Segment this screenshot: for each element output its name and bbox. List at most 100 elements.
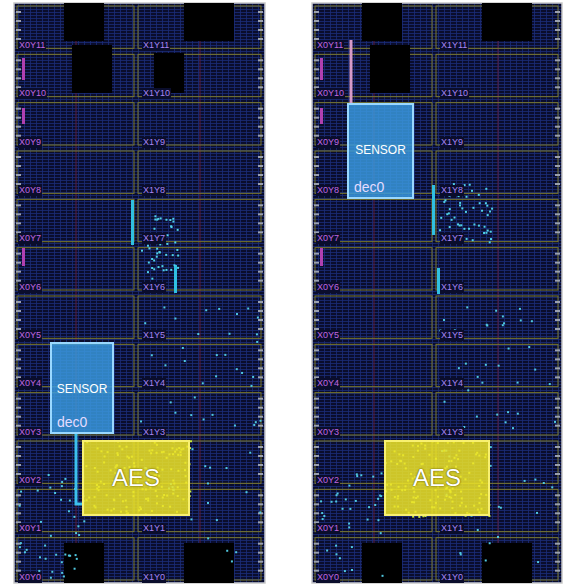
io-tick bbox=[16, 11, 21, 13]
placed-cell bbox=[339, 557, 341, 559]
io-tick bbox=[16, 416, 21, 418]
placed-cell bbox=[481, 382, 483, 384]
placed-cell bbox=[64, 554, 66, 556]
region-label: X0Y11 bbox=[18, 40, 46, 51]
io-tick bbox=[555, 29, 560, 31]
region-label: X0Y9 bbox=[18, 137, 42, 148]
io-tick bbox=[314, 301, 319, 303]
region-label: X1Y0 bbox=[142, 572, 166, 583]
region-label: X0Y6 bbox=[316, 282, 340, 293]
region-label: X0Y4 bbox=[316, 378, 340, 389]
io-tick bbox=[314, 253, 319, 255]
placed-cell bbox=[182, 347, 184, 349]
io-tick bbox=[258, 349, 263, 351]
io-tick bbox=[16, 117, 21, 119]
io-tick bbox=[555, 38, 560, 40]
io-tick bbox=[555, 503, 560, 505]
placed-cell bbox=[323, 515, 325, 517]
placed-cell bbox=[485, 202, 487, 204]
io-tick bbox=[555, 135, 560, 137]
placed-cell bbox=[335, 545, 337, 547]
placed-cell bbox=[48, 474, 50, 476]
placed-cell bbox=[379, 495, 381, 497]
placed-cell bbox=[74, 568, 76, 570]
region-label: X0Y4 bbox=[18, 378, 42, 389]
placed-cell bbox=[259, 511, 261, 513]
io-tick bbox=[555, 319, 560, 321]
region-label: X0Y6 bbox=[18, 282, 42, 293]
region-label: X0Y0 bbox=[316, 572, 340, 583]
region-label: X1Y5 bbox=[142, 330, 166, 341]
placed-cell bbox=[418, 516, 420, 518]
region-label: X1Y1 bbox=[440, 523, 464, 534]
hard-block bbox=[154, 53, 184, 93]
placed-cell bbox=[454, 217, 456, 219]
io-tick bbox=[555, 280, 560, 282]
io-tick bbox=[258, 253, 263, 255]
placed-cell bbox=[192, 448, 194, 450]
io-tick bbox=[314, 349, 319, 351]
placed-cell bbox=[160, 217, 162, 219]
placed-cell bbox=[512, 427, 514, 429]
placed-cell bbox=[458, 367, 460, 369]
region-label: X0Y2 bbox=[316, 475, 340, 486]
placed-cell bbox=[39, 556, 41, 558]
io-tick bbox=[555, 117, 560, 119]
io-tick bbox=[314, 416, 319, 418]
placed-cell bbox=[156, 252, 158, 254]
placed-cell bbox=[174, 412, 176, 414]
placed-cell bbox=[226, 467, 228, 469]
region-label: X1Y8 bbox=[142, 185, 166, 196]
placed-cell bbox=[19, 546, 21, 548]
placed-cell bbox=[215, 375, 217, 377]
placed-cell bbox=[250, 385, 252, 387]
io-tick bbox=[16, 455, 21, 457]
placed-cell bbox=[51, 571, 53, 573]
placed-cell bbox=[19, 505, 21, 507]
io-tick bbox=[555, 262, 560, 264]
placed-cell bbox=[165, 219, 167, 221]
io-tick bbox=[555, 183, 560, 185]
io-tick bbox=[258, 416, 263, 418]
io-tick bbox=[258, 407, 263, 409]
placed-cell bbox=[157, 218, 159, 220]
placed-cell bbox=[495, 310, 497, 312]
io-tick bbox=[555, 570, 560, 572]
placed-cell bbox=[256, 341, 258, 343]
io-tick bbox=[314, 271, 319, 273]
io-tick bbox=[314, 367, 319, 369]
io-tick bbox=[258, 367, 263, 369]
region-label: X1Y10 bbox=[142, 88, 171, 99]
io-tick bbox=[16, 446, 21, 448]
io-tick bbox=[258, 521, 263, 523]
placed-cell bbox=[177, 229, 179, 231]
io-tick bbox=[314, 358, 319, 360]
placed-cell bbox=[45, 558, 47, 560]
io-tick bbox=[16, 407, 21, 409]
io-tick bbox=[16, 59, 21, 61]
hard-block bbox=[64, 3, 104, 41]
io-tick bbox=[314, 407, 319, 409]
io-tick bbox=[314, 165, 319, 167]
placed-cell bbox=[326, 550, 328, 552]
placed-cell bbox=[321, 512, 323, 514]
device-area bbox=[14, 3, 265, 583]
placed-cell bbox=[147, 245, 149, 247]
io-tick bbox=[258, 494, 263, 496]
placed-cell bbox=[212, 414, 214, 416]
placed-cell bbox=[502, 324, 504, 326]
placed-cell bbox=[216, 354, 218, 356]
column-line bbox=[200, 3, 201, 583]
io-tick bbox=[258, 543, 263, 545]
placed-cell bbox=[197, 333, 199, 335]
placed-cell bbox=[50, 577, 52, 579]
io-tick bbox=[16, 349, 21, 351]
placed-cell bbox=[190, 440, 192, 442]
placed-cell bbox=[148, 262, 150, 264]
placed-cell bbox=[20, 491, 22, 493]
block-name: SENSOR bbox=[355, 143, 406, 157]
placed-cell bbox=[174, 241, 176, 243]
placed-cell bbox=[164, 364, 166, 366]
placed-cell bbox=[485, 188, 487, 190]
io-tick bbox=[555, 367, 560, 369]
